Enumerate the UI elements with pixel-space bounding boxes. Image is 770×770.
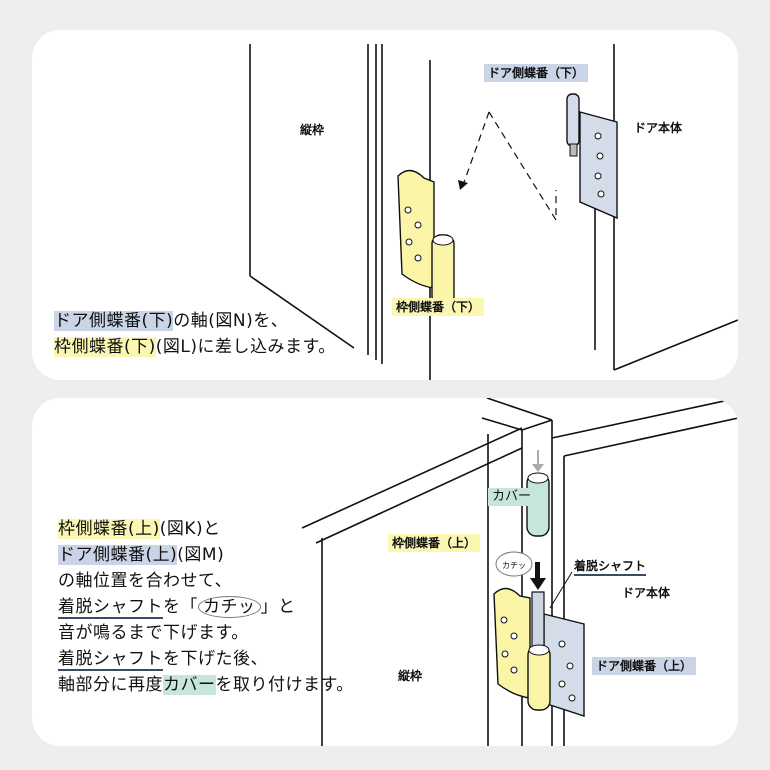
instruction-line7b: を取り付けます。: [215, 675, 354, 695]
frame-hinge-upper-label: 枠側蝶番（上）: [388, 534, 481, 552]
door-hinge-upper-part: [531, 591, 585, 717]
door-body-label: ドア本体: [634, 121, 683, 135]
instruction-line2: (図L)に差し込みます。: [155, 337, 336, 357]
door-hinge-upper-label: ドア側蝶番（上）: [592, 657, 697, 675]
door-body-label: ドア本体: [622, 586, 671, 600]
upper-hinge-illustration: [301, 398, 738, 746]
frame-hinge-lower-part: [397, 169, 455, 306]
instruction-line5: 音が鳴るまで下げます。: [58, 623, 249, 643]
instruction-line2: (図M): [177, 545, 225, 565]
shaft-underline-2: 着脱シャフト: [58, 649, 163, 671]
instruction-text-step2: 枠側蝶番(上)(図K)と ドア側蝶番(上)(図M) の軸位置を合わせて、 着脱シ…: [58, 516, 354, 698]
door-hinge-lower-part: [566, 93, 618, 220]
frame-label: 縦枠: [398, 669, 423, 683]
shaft-label: 着脱シャフト: [574, 558, 647, 576]
click-speech-bubble: カチッ: [198, 596, 261, 618]
step-panel-lower-hinge: 縦枠 ドア本体 ドア側蝶番（下） 枠側蝶番（下） ドア側蝶番(下)の軸(図N)を…: [32, 30, 738, 380]
door-hinge-upper-highlight: ドア側蝶番(上): [58, 545, 178, 565]
door-hinge-lower-highlight: ドア側蝶番(下): [54, 311, 174, 331]
instruction-text-step1: ドア側蝶番(下)の軸(図N)を、 枠側蝶番(下)(図L)に差し込みます。: [54, 308, 336, 360]
shaft-underline-1: 着脱シャフト: [58, 597, 163, 619]
cover-label: カバー: [488, 488, 536, 506]
instruction-line4b: 」と: [260, 597, 296, 617]
instruction-line7a: 軸部分に再度: [58, 675, 163, 695]
lower-hinge-illustration: [249, 44, 738, 380]
frame-hinge-upper-part: [493, 587, 551, 711]
frame-hinge-upper-highlight: 枠側蝶番(上): [58, 519, 160, 539]
step-panel-upper-hinge: カバー 枠側蝶番（上） カチッ 着脱シャフト ドア本体 ドア側蝶番（上） 縦枠 …: [32, 398, 738, 746]
instruction-line4a: を「: [163, 597, 198, 617]
instruction-line3: の軸位置を合わせて、: [58, 571, 233, 591]
instruction-line6: を下げた後、: [163, 649, 268, 669]
click-sound-label: カチッ: [502, 561, 526, 570]
cover-highlight: カバー: [163, 675, 216, 695]
door-hinge-lower-label: ドア側蝶番（下）: [484, 64, 589, 82]
frame-label: 縦枠: [300, 123, 325, 137]
instruction-line1: (図K)と: [159, 519, 221, 539]
instruction-line1: の軸(図N)を、: [173, 311, 289, 331]
frame-hinge-lower-highlight: 枠側蝶番(下): [54, 337, 156, 357]
frame-hinge-lower-label: 枠側蝶番（下）: [392, 298, 485, 316]
